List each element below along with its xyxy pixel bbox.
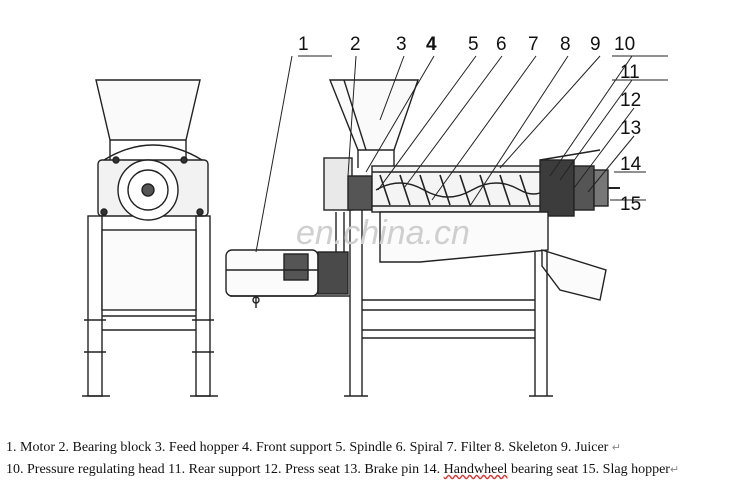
legend-line-2: 10. Pressure regulating head 11. Rear su… [6, 462, 679, 478]
callout-7: 7 [528, 34, 539, 55]
callout-numbers: 1 2 3 4 5 6 7 8 9 10 11 12 13 14 15 [298, 34, 642, 215]
callout-12: 12 [620, 90, 641, 111]
callout-9: 9 [590, 34, 601, 55]
callout-4: 4 [426, 34, 437, 55]
callout-6: 6 [496, 34, 507, 55]
callout-2: 2 [350, 34, 361, 55]
callout-14: 14 [620, 154, 642, 175]
callout-15: 15 [620, 194, 641, 215]
side-view [225, 79, 620, 397]
return-mark-icon: ↵ [611, 442, 622, 454]
callout-11: 11 [620, 62, 640, 83]
leader-lines [255, 55, 668, 253]
legend-text-1: 1. Motor 2. Bearing block 3. Feed hopper… [6, 440, 609, 455]
callout-5: 5 [468, 34, 479, 55]
callout-8: 8 [560, 34, 571, 55]
legend-line-1: 1. Motor 2. Bearing block 3. Feed hopper… [6, 440, 621, 456]
legend-text-2-handwheel: Handwheel [443, 462, 508, 477]
watermark: en.china.cn [296, 214, 470, 252]
callout-3: 3 [396, 34, 407, 55]
legend-text-2b: bearing seat 15. Slag hopper [507, 462, 670, 477]
callout-10: 10 [614, 34, 635, 55]
front-view [82, 79, 218, 397]
callout-1: 1 [298, 34, 309, 55]
callout-13: 13 [620, 118, 641, 139]
legend-text-2a: 10. Pressure regulating head 11. Rear su… [6, 462, 444, 477]
return-mark-icon: ↵ [669, 464, 680, 476]
juicer-technical-drawing: 1 2 3 4 5 6 7 8 9 10 11 12 13 14 15 en.c… [82, 34, 668, 397]
